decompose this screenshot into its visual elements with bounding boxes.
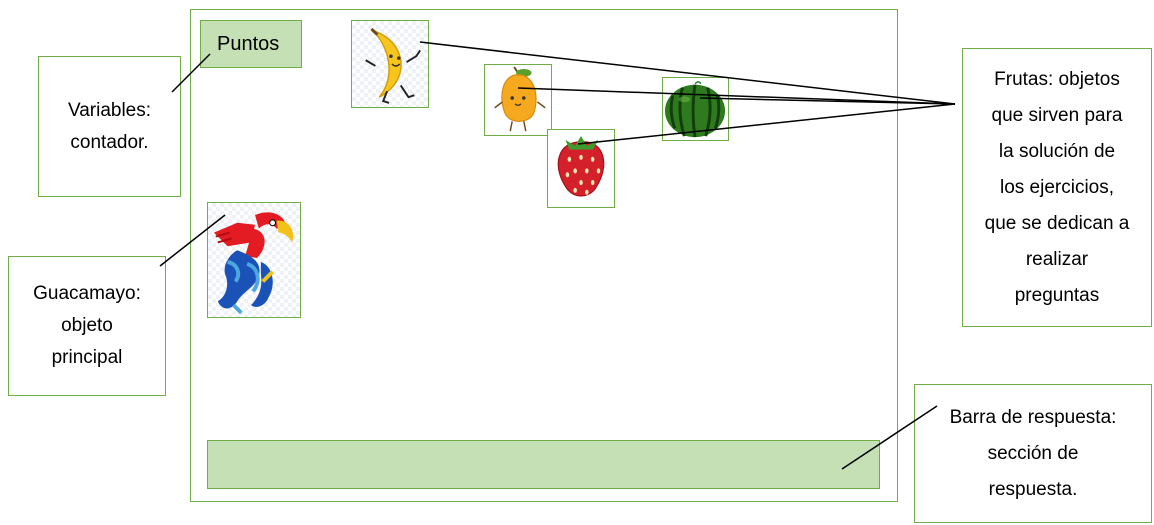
barra-callout: Barra de respuesta: sección de respuesta… [914,384,1152,523]
strawberry-sprite [547,129,615,208]
mango-sprite [484,64,552,136]
banana-icon [365,27,422,104]
guacamayo-callout-text: Guacamayo: objeto principal [33,283,141,368]
frutas-callout-text: Frutas: objetos que sirven para la soluc… [984,68,1130,306]
macaw-sprite [207,202,301,318]
watermelon-sprite [662,77,729,141]
frutas-callout: Frutas: objetos que sirven para la soluc… [962,48,1152,327]
barra-callout-text: Barra de respuesta: sección de respuesta… [949,406,1117,500]
macaw-icon [213,212,294,315]
watermelon-icon [664,81,726,138]
banana-sprite [351,20,429,108]
guacamayo-callout: Guacamayo: objeto principal [8,256,166,396]
variables-callout: Variables: contador. [38,56,181,197]
strawberry-icon [557,135,605,197]
score-label: Puntos [217,32,280,55]
score-label-box: Puntos [200,20,302,68]
variables-callout-text: Variables: contador. [67,99,152,153]
answer-bar[interactable] [207,440,880,489]
mango-icon [494,66,546,132]
